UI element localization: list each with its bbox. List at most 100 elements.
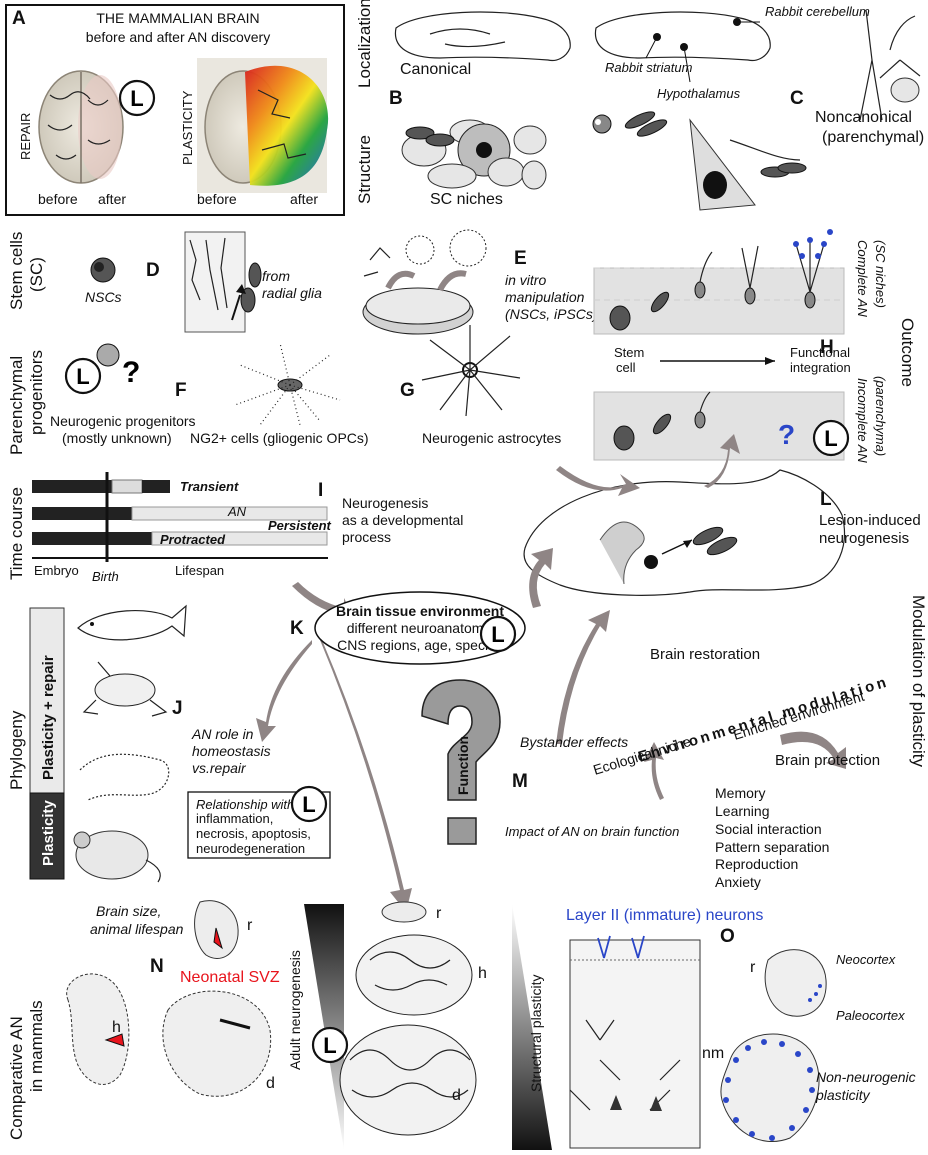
section-comparative-1: Comparative AN [7,1016,26,1140]
stem-cells-row: Stem cells (SC) NSCs D from radial glia … [7,229,598,335]
in-vitro-dish-drawing [362,229,487,335]
section-time-course: Time course [7,487,26,580]
in-vitro-label-2: manipulation [505,289,585,305]
brain-protection-label: Brain protection [775,752,880,769]
relationship-3: neurodegeneration [196,841,305,856]
panel-letter-b: B [389,88,403,109]
dolphin-label-mid: d [452,1087,461,1104]
environment-title: Brain tissue environment [336,603,504,619]
lesion-label-2: neurogenesis [819,530,909,547]
lifespan-label: Lifespan [175,563,224,578]
time-course-panel: Time course Transient AN Persistent Prot… [7,472,463,584]
arrow-bystander [556,610,610,744]
rat-label-o: r [750,959,756,976]
adult-neurogenesis-label: Adult neurogenesis [287,950,303,1070]
incomplete-question-mark: ? [778,419,795,450]
function-list: Memory Learning Social interaction Patte… [715,785,829,890]
arrow-brain-protection [780,731,846,769]
impact-label: Impact of AN on brain function [505,824,679,839]
comparative-panel: Comparative AN in mammals Brain size, an… [7,900,916,1150]
function-item-learning: Learning [715,803,770,819]
lesion-panel: L Lesion-induced neurogenesis [523,469,921,596]
dolphin-brain-section-n [162,990,272,1097]
functional-label-2: integration [790,360,851,375]
outcome-panel: Stem cell Functional integration H ? L C… [593,229,917,463]
panel-letter-i: I [318,480,323,501]
dolphin-brain-whole [339,1024,477,1136]
l-marker-h: L [812,419,850,457]
human-brain-section-n [66,973,130,1085]
section-parenchymal-1: Parenchymal [7,356,26,455]
repair-before: before [38,191,78,207]
panel-letter-g: G [400,380,415,401]
environment-ellipse [314,591,526,665]
section-localization: Localization [355,0,374,88]
non-neurogenic-label-2: plasticity [815,1087,871,1103]
embryo-label: Embryo [34,563,79,578]
an-label: AN [227,504,247,519]
non-neurogenic-label-1: Non-neurogenic [816,1069,916,1085]
brain-restoration-label: Brain restoration [650,646,760,663]
relationship-title: Relationship with: [196,797,298,812]
panel-letter-f: F [175,380,187,401]
sc-niches-drawing [401,119,547,190]
repair-after: after [98,191,126,207]
environment-panel: K Brain tissue environment different neu… [290,591,526,665]
complete-an-label-2: (SC niches) [873,240,888,308]
panel-letter-o: O [720,926,735,947]
parenchymal-row: Parenchymal progenitors L ? F Neurogenic… [7,325,561,455]
svg-text:L: L [323,1033,336,1058]
functional-label-1: Functional [790,345,850,360]
human-brain-whole [355,934,473,1016]
paleocortex-label: Paleocortex [836,1008,905,1023]
l-marker-k: L [479,615,517,653]
rat-brain-section-o [764,949,827,1017]
nm-label-o: nm [702,1045,724,1062]
noncanonical-brain-outline [594,11,771,62]
lesion-label-1: Lesion-induced [819,512,921,529]
section-structure: Structure [355,135,374,204]
transient-label: Transient [180,479,239,494]
function-item-reproduction: Reproduction [715,856,798,872]
neonatal-svz-label: Neonatal SVZ [180,969,280,986]
panel-letter-e: E [514,248,527,269]
persistent-label: Persistent [268,518,332,533]
section-parenchymal-2: progenitors [27,350,46,435]
human-label-n: h [112,1019,121,1036]
panel-letter-a: A [12,8,26,29]
relationship-2: necrosis, apoptosis, [196,826,311,841]
an-role-1: AN role in [191,726,254,742]
function-item-pattern: Pattern separation [715,839,829,855]
plasticity-after: after [290,191,318,207]
radial-glia-label-2: radial glia [262,285,322,301]
section-outcome: Outcome [898,318,917,387]
panel-letter-d: D [146,260,160,281]
protracted-label: Protracted [160,532,226,547]
incomplete-an-label-1: Incomplete AN [855,378,870,463]
stem-cell-label-1: Stem [614,345,644,360]
neurogenic-progenitors-2: (mostly unknown) [62,430,172,446]
plasticity-repair-bar-label: Plasticity + repair [40,655,57,780]
lizard-drawing [79,753,170,801]
complete-an-tissue [593,267,845,335]
structural-plasticity-wedge [512,904,552,1150]
section-phylogeny: Phylogeny [7,710,26,790]
incomplete-an-tissue [593,391,845,461]
svg-text:L: L [130,86,143,111]
frog-drawing [82,661,168,717]
canonical-label: Canonical [400,61,471,78]
panel-a-title: THE MAMMALIAN BRAIN [96,10,259,26]
unknown-question-mark: ? [122,356,140,389]
brain-size-label-1: Brain size, [96,903,161,919]
dolphin-label-n: d [266,1075,275,1092]
rat-label-n: r [247,917,253,934]
incomplete-an-label-2: (parenchyma) [873,376,888,456]
rat-label-mid: r [436,905,442,922]
plasticity-before: before [197,191,237,207]
stem-cell-label-2: cell [616,360,636,375]
arrow-to-phylogeny [256,640,312,742]
brain-size-label-2: animal lifespan [90,921,184,937]
neurogenic-progenitors-1: Neurogenic progenitors [50,413,196,429]
in-vitro-label-3: (NSCs, iPSCs) [505,306,598,322]
